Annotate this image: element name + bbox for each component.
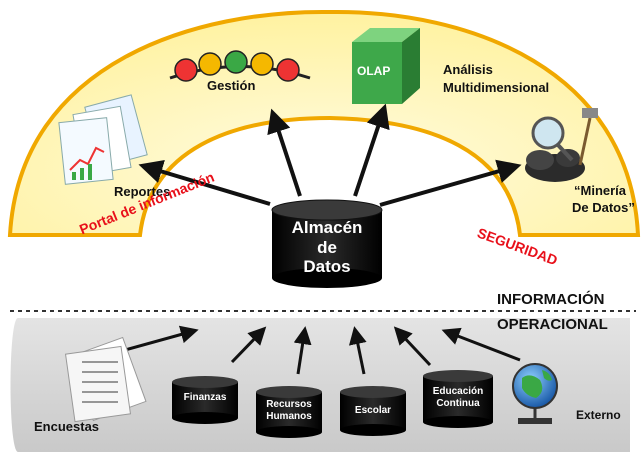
multidimensional-label: Multidimensional	[443, 80, 550, 95]
mineria-label-1: “Minería	[574, 183, 627, 198]
survey-papers-icon	[64, 336, 147, 423]
warehouse-label: Almacén de Datos	[272, 218, 382, 277]
escolar-cylinder	[340, 386, 406, 436]
gestion-label: Gestión	[207, 78, 256, 93]
educacion-line-2: Continua	[436, 397, 480, 409]
rrhh-line-1: Recursos	[266, 399, 312, 410]
educacion-cylinder	[423, 370, 493, 428]
rrhh-cylinder	[256, 386, 322, 438]
warehouse-line-1: Almacén	[291, 218, 363, 237]
arrow-to-gestion	[267, 108, 302, 197]
finanzas-cylinder	[172, 376, 238, 424]
rrhh-label: Recursos Humanos	[256, 399, 322, 422]
data-mining-icon	[525, 108, 598, 182]
globe-icon	[512, 363, 558, 424]
arrow-from-escolar	[348, 326, 367, 375]
externo-label: Externo	[576, 408, 621, 422]
finanzas-label: Finanzas	[183, 392, 227, 403]
central-warehouse-cylinder	[271, 199, 383, 288]
arrow-to-olap	[353, 103, 390, 197]
olap-cube-icon	[352, 28, 420, 104]
gauges-icon	[169, 50, 311, 82]
reportes-label: Reportes	[114, 184, 171, 199]
arrow-from-externo	[441, 327, 521, 362]
warehouse-line-3: Datos	[303, 257, 351, 277]
rrhh-line-2: Humanos	[266, 410, 312, 422]
arrow-from-encuestas	[124, 325, 199, 352]
olap-label: OLAP	[357, 64, 391, 78]
encuestas-label: Encuestas	[34, 419, 100, 434]
educacion-line-1: Educación	[432, 386, 484, 397]
warehouse-line-2: de	[317, 237, 337, 257]
analisis-label: Análisis	[443, 62, 493, 77]
arrow-from-finanzas	[230, 326, 267, 364]
operational-title-1: INFORMACIÓN	[497, 291, 605, 308]
escolar-label: Escolar	[354, 405, 392, 416]
arrow-to-mineria	[379, 159, 522, 207]
arrow-to-reportes	[138, 159, 271, 206]
arrow-from-rrhh	[293, 326, 312, 375]
educacion-label: Educación Continua	[423, 386, 493, 409]
mineria-label-2: De Datos”	[572, 200, 635, 215]
operational-title-2: OPERACIONAL	[497, 316, 608, 333]
arc-inner-opening	[230, 130, 430, 200]
arrow-from-educacion	[393, 326, 432, 367]
reports-icon	[58, 94, 148, 185]
portal-arc	[7, 9, 641, 237]
